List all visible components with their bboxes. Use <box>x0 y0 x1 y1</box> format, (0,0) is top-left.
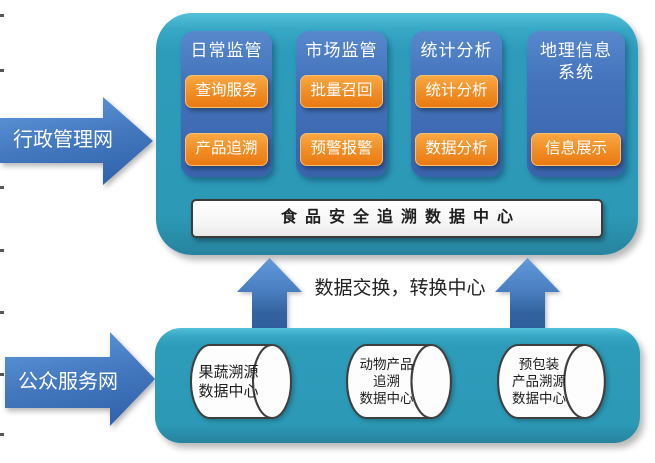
left-edge-tick <box>0 311 4 314</box>
public-network-label: 公众服务网 <box>18 371 118 393</box>
public-network-arrow: 公众服务网 <box>5 332 155 426</box>
cylinder-label: 动物产品 追溯 数据中心 <box>346 343 427 420</box>
cylinder-prepackaged: 预包装 产品溯源 数据中心 <box>497 343 607 420</box>
database-cylinder-icon <box>190 344 292 419</box>
left-edge-tick <box>0 433 4 436</box>
column-title: 市场监管 <box>305 41 378 60</box>
button-info-display: 信息展示 <box>531 133 621 166</box>
column-title: 统计分析 <box>420 41 493 60</box>
button-early-warning-alarm: 预警报警 <box>300 133 383 166</box>
right-arrow-icon: 行政管理网 <box>0 97 153 185</box>
button-batch-recall: 批量召回 <box>300 75 383 108</box>
cylinder-label-line: 数据中心 <box>198 382 259 400</box>
column-statistical-analysis: 统计分析 统计分析 数据分析 <box>411 31 502 177</box>
admin-network-arrow: 行政管理网 <box>0 97 153 185</box>
column-daily-supervision: 日常监管 查询服务 产品追溯 <box>181 31 272 177</box>
cylinder-label-line: 动物产品 <box>359 357 414 372</box>
button-data-analysis: 数据分析 <box>415 133 498 166</box>
button-query-service: 查询服务 <box>185 75 268 108</box>
right-arrow-icon: 公众服务网 <box>5 332 155 426</box>
supervision-platform-panel: 日常监管 查询服务 产品追溯 市场监管 批量召回 预警报警 统计分析 统计分析 … <box>156 13 638 255</box>
data-centers-panel: 果蔬溯源 数据中心 动物产品 追溯 数据中心 预包装 产品溯源 <box>155 328 640 443</box>
cylinder-fruit-vegetable: 果蔬溯源 数据中心 <box>190 343 293 420</box>
cylinder-label-line: 数据中心 <box>359 391 414 406</box>
food-safety-data-center-bar: 食品安全追溯数据中心 <box>191 199 603 238</box>
left-edge-tick <box>0 373 4 376</box>
up-arrow-right-icon <box>495 258 560 328</box>
button-product-traceability: 产品追溯 <box>185 133 268 166</box>
exchange-center-label: 数据交换，转换中心 <box>314 278 486 299</box>
database-cylinder-icon <box>497 344 606 419</box>
cylinder-label: 预包装 产品溯源 数据中心 <box>497 343 581 420</box>
left-edge-tick <box>0 14 4 17</box>
admin-network-label: 行政管理网 <box>13 129 113 151</box>
cylinder-label-line: 追溯 <box>373 374 400 389</box>
column-gis: 地理信息系统 信息展示 <box>527 31 625 177</box>
column-title: 地理信息系统 <box>540 41 612 82</box>
up-arrow-left-icon <box>237 258 302 328</box>
up-arrow-icon <box>237 258 302 328</box>
left-edge-tick <box>0 69 4 72</box>
column-market-supervision: 市场监管 批量召回 预警报警 <box>296 31 387 177</box>
database-cylinder-icon <box>346 344 452 419</box>
cylinder-label-line: 数据中心 <box>512 391 566 406</box>
cylinder-label: 果蔬溯源 数据中心 <box>190 343 267 420</box>
left-edge-tick <box>0 249 4 252</box>
left-edge-tick <box>0 186 4 189</box>
column-title: 日常监管 <box>190 41 263 60</box>
cylinder-label-line: 产品溯源 <box>512 374 566 389</box>
cylinder-label-line: 果蔬溯源 <box>198 363 259 381</box>
cylinder-label-line: 预包装 <box>518 357 560 372</box>
cylinder-animal-product: 动物产品 追溯 数据中心 <box>346 343 453 420</box>
button-statistical-analysis: 统计分析 <box>415 75 498 108</box>
up-arrow-icon <box>495 258 560 328</box>
